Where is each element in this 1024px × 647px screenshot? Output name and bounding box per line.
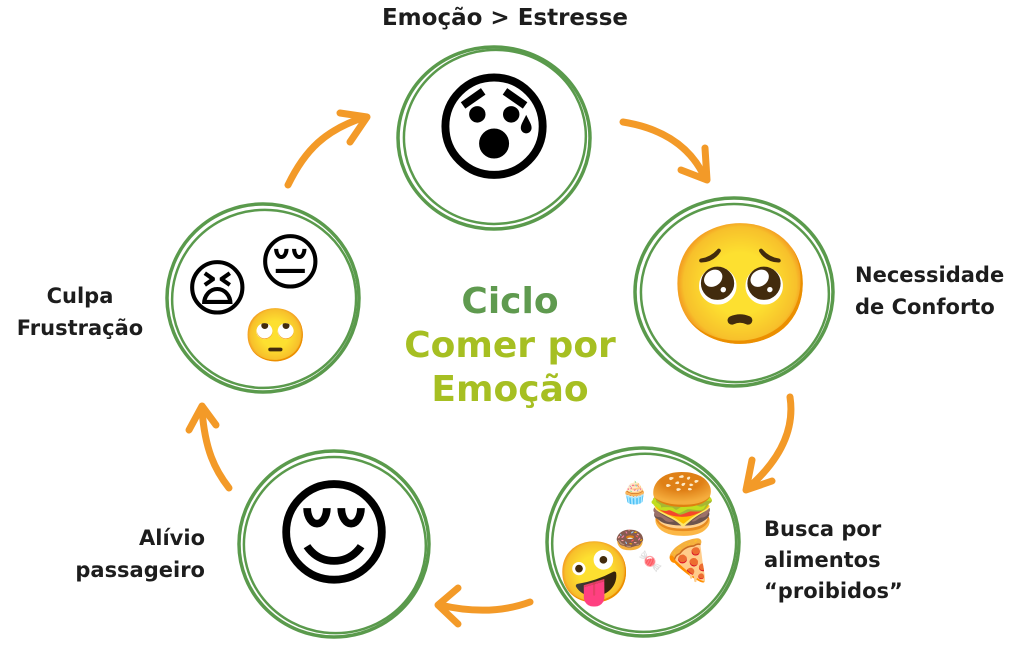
arrow-icon xyxy=(742,393,795,494)
rolling-eyes-sad-face-emoji: 🙄 xyxy=(243,306,308,366)
hamburger-emoji: 🍔 xyxy=(646,470,719,538)
relieved-face-emoji: 😌 xyxy=(272,465,396,603)
zany-face-emoji: 🤪 xyxy=(557,538,632,608)
ring-outline xyxy=(165,202,361,394)
tired-face-emoji: 😫 xyxy=(185,252,250,325)
step-label-stress: Emoção > Estresse xyxy=(381,5,629,31)
arrow-icon xyxy=(185,402,233,492)
ring-outline xyxy=(396,45,592,231)
pensive-face-emoji: 😔 xyxy=(258,226,323,299)
ring-outline xyxy=(545,446,741,638)
ring-outline xyxy=(237,449,431,639)
step-label-guilt: Culpa Frustração xyxy=(16,284,144,340)
arrow-icon xyxy=(284,109,371,189)
cycle-node-guilt: 😔 😫 🙄 xyxy=(163,200,363,396)
ring-outline xyxy=(633,196,835,388)
cupcake-emoji: 🧁 xyxy=(621,481,649,506)
cycle-node-forbidden-foods: 🍔 🍕 🍩 🧁 🍬 🤪 xyxy=(543,443,743,641)
cycle-node-relief: 😌 xyxy=(235,447,433,642)
candy-emoji: 🍬 xyxy=(638,549,663,573)
cycle-node-comfort-need: 🥺 xyxy=(632,195,837,390)
donut-emoji: 🍩 xyxy=(615,526,645,554)
cycle-title: Ciclo Comer por Emoção xyxy=(404,281,616,410)
step-label-comfort-need: Necessidade de Conforto xyxy=(855,263,1005,319)
anxious-face-with-sweat-emoji: 😰 xyxy=(431,60,557,199)
pizza-emoji: 🍕 xyxy=(663,538,713,584)
arrow-icon xyxy=(619,118,711,184)
cycle-node-stress: 😰 xyxy=(394,42,594,234)
arrow-icon xyxy=(434,584,534,628)
step-label-relief: Alívio passageiro xyxy=(75,526,205,582)
pleading-face-emoji: 🥺 xyxy=(667,215,814,353)
step-label-forbidden-foods: Busca por alimentos “proibidos” xyxy=(764,517,903,603)
